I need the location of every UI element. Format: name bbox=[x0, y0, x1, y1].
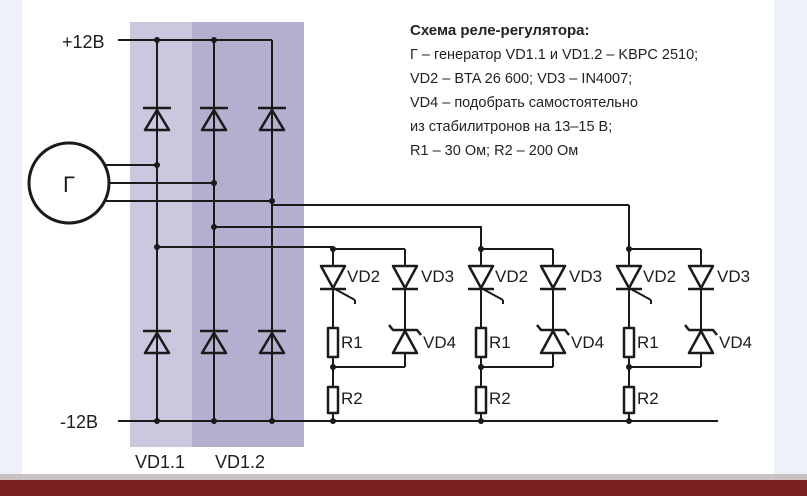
junction-dot bbox=[626, 364, 632, 370]
caption-line: VD4 – подобрать самостоятельно bbox=[410, 95, 638, 111]
junction-dots bbox=[154, 37, 275, 424]
junction-dot bbox=[478, 364, 484, 370]
resistor-r1-icon bbox=[326, 326, 340, 359]
diode-label: VD3 bbox=[569, 267, 602, 286]
junction-dot bbox=[478, 246, 484, 252]
diode-icon bbox=[391, 264, 419, 290]
diode-label: VD3 bbox=[421, 267, 454, 286]
zener-bar bbox=[684, 324, 718, 336]
junction-dot bbox=[626, 418, 632, 424]
resistor-r1-icon bbox=[622, 326, 636, 359]
junction-dot bbox=[478, 418, 484, 424]
r2-label: R2 bbox=[489, 389, 511, 408]
bridge-vd12-label: VD1.2 bbox=[215, 452, 265, 472]
resistor-r2-icon bbox=[622, 385, 636, 415]
zener-label: VD4 bbox=[571, 333, 604, 352]
zener-label: VD4 bbox=[423, 333, 456, 352]
bottom-band-edge bbox=[0, 474, 807, 480]
bridge-vd12-shade bbox=[192, 22, 304, 447]
r1-label: R1 bbox=[637, 333, 659, 352]
negative-rail-label: -12В bbox=[60, 412, 98, 432]
resistor-r1-icon bbox=[474, 326, 488, 359]
zener-bar bbox=[388, 324, 422, 336]
diode-label: VD3 bbox=[717, 267, 750, 286]
junction-dot bbox=[330, 418, 336, 424]
junction-dot bbox=[330, 364, 336, 370]
caption-line: из стабилитронов на 13–15 В; bbox=[410, 119, 612, 135]
resistor-r2-icon bbox=[474, 385, 488, 415]
bridge-diode-lower-1 bbox=[143, 329, 171, 355]
bridge-vd11-shade bbox=[130, 22, 192, 447]
caption-title: Схема реле-регулятора: bbox=[410, 22, 590, 39]
caption-line: R1 – 30 Ом; R2 – 200 Ом bbox=[410, 143, 578, 159]
bridge-vd11-label: VD1.1 bbox=[135, 452, 185, 472]
zener-icon bbox=[391, 329, 419, 355]
zener-icon bbox=[687, 329, 715, 355]
junction-dot bbox=[330, 246, 336, 252]
zener-icon bbox=[539, 329, 567, 355]
caption-line: Г – генератор VD1.1 и VD1.2 – KBPC 2510; bbox=[410, 47, 698, 63]
wires bbox=[104, 39, 718, 422]
diode-icon bbox=[539, 264, 567, 290]
triac-label: VD2 bbox=[643, 267, 676, 286]
triac-icon bbox=[615, 264, 643, 290]
bridge-diode-lower-2 bbox=[200, 329, 228, 355]
r2-label: R2 bbox=[341, 389, 363, 408]
triac-icon bbox=[319, 264, 347, 290]
triac-icon bbox=[467, 264, 495, 290]
r1-label: R1 bbox=[489, 333, 511, 352]
r2-label: R2 bbox=[637, 389, 659, 408]
bridge-diode-upper-1 bbox=[143, 106, 171, 132]
r1-label: R1 bbox=[341, 333, 363, 352]
triac-label: VD2 bbox=[495, 267, 528, 286]
zener-bar bbox=[536, 324, 570, 336]
generator-icon bbox=[27, 141, 111, 225]
resistor-r2-icon bbox=[326, 385, 340, 415]
junction-dot bbox=[626, 246, 632, 252]
bridge-diode-lower-3 bbox=[258, 329, 286, 355]
bridge-diode-upper-2 bbox=[200, 106, 228, 132]
bridge-diodes bbox=[143, 106, 286, 355]
bridge-diode-upper-3 bbox=[258, 106, 286, 132]
diode-icon bbox=[687, 264, 715, 290]
zener-label: VD4 bbox=[719, 333, 752, 352]
caption-line: VD2 – BTA 26 600; VD3 – IN4007; bbox=[410, 71, 632, 87]
caption: Схема реле-регулятора: Г – генератор VD1… bbox=[410, 22, 698, 159]
triac-label: VD2 bbox=[347, 267, 380, 286]
positive-rail-label: +12В bbox=[62, 32, 105, 52]
generator-label: Г bbox=[63, 172, 75, 197]
